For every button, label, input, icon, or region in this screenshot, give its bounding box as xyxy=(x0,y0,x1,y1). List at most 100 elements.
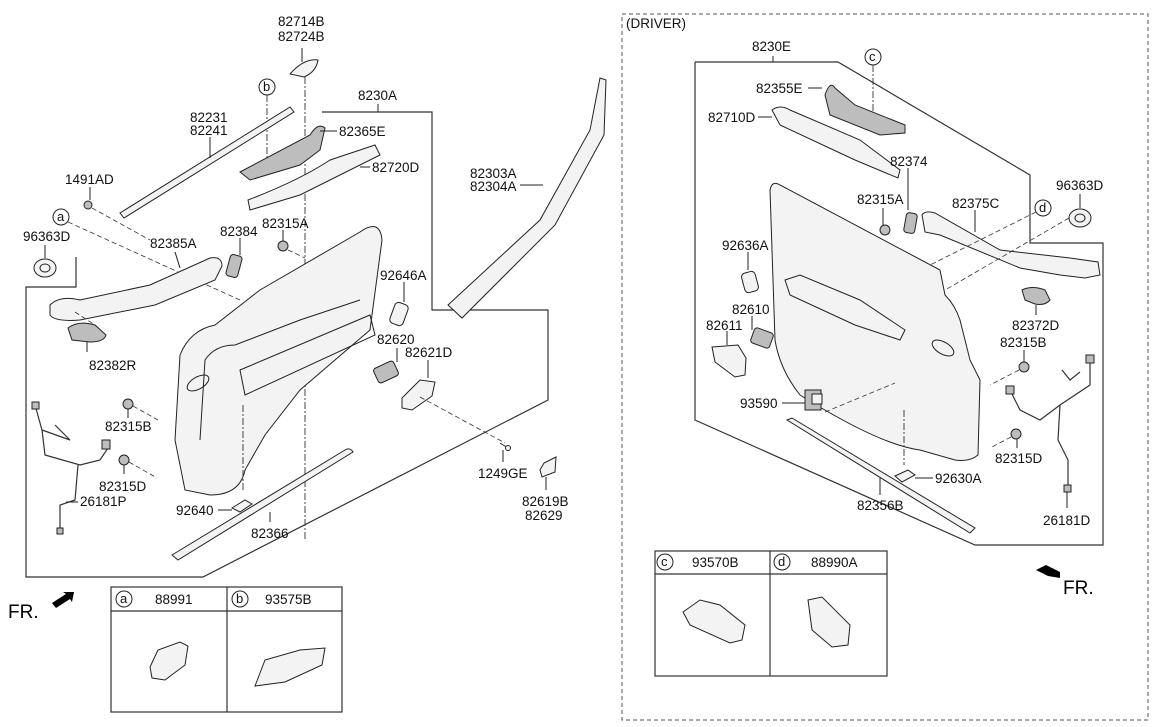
part-82365E-bezel[interactable] xyxy=(239,125,326,181)
part-82315D-clip[interactable] xyxy=(118,454,130,466)
label-82710D[interactable]: 82710D xyxy=(708,110,756,125)
part-92636A[interactable] xyxy=(741,270,760,294)
label-82621D[interactable]: 82621D xyxy=(405,345,453,360)
legend-ref-c-circle xyxy=(656,553,674,571)
label-82356B[interactable]: 82356B xyxy=(857,498,904,513)
part-82375C-grip[interactable] xyxy=(921,211,1101,279)
part-1491AD-clip[interactable] xyxy=(83,200,93,210)
label-8230A[interactable]: 8230A xyxy=(358,88,397,103)
part-82356B-strip[interactable] xyxy=(785,417,976,534)
part-82315B-clip-driver[interactable] xyxy=(1018,361,1030,373)
label-82372D[interactable]: 82372D xyxy=(1012,318,1060,333)
label-82375C[interactable]: 82375C xyxy=(952,196,1000,211)
label-82385A[interactable]: 82385A xyxy=(150,236,197,251)
label-93590[interactable]: 93590 xyxy=(740,396,778,411)
thumbnail-88991-switch[interactable] xyxy=(149,641,189,681)
part-82315A-clip[interactable] xyxy=(277,240,289,252)
thumbnail-93570B-switch[interactable] xyxy=(682,599,746,644)
legend-part-88990A[interactable]: 88990A xyxy=(811,555,858,570)
part-82619B-cover[interactable] xyxy=(539,456,557,478)
label-1249GE[interactable]: 1249GE xyxy=(478,466,528,481)
label-96363D[interactable]: 96363D xyxy=(23,229,71,244)
front-arrow-icon-left xyxy=(52,592,74,608)
passenger-door-panel[interactable] xyxy=(174,226,383,496)
part-96363D-tweeter-driver[interactable] xyxy=(1068,208,1092,228)
part-82611-cover[interactable] xyxy=(711,344,747,378)
label-82241[interactable]: 82241 xyxy=(190,123,228,138)
part-82621D-cover[interactable] xyxy=(401,379,436,411)
part-26181P-harness[interactable] xyxy=(34,404,111,530)
part-96363D-tweeter[interactable] xyxy=(33,258,57,278)
label-82304A[interactable]: 82304A xyxy=(470,179,517,194)
label-82611[interactable]: 82611 xyxy=(706,318,743,333)
driver-door-panel[interactable] xyxy=(769,182,981,461)
legend-part-88991[interactable]: 88991 xyxy=(155,592,193,607)
label-82382R[interactable]: 82382R xyxy=(89,358,137,373)
label-92630A[interactable]: 92630A xyxy=(935,471,982,486)
ref-b-label[interactable]: b xyxy=(263,79,270,94)
part-82303A-weatherstrip[interactable] xyxy=(447,77,607,319)
label-82629[interactable]: 82629 xyxy=(525,508,563,523)
label-82714B[interactable]: 82714B xyxy=(278,14,325,29)
part-26181D-harness[interactable] xyxy=(1009,360,1091,490)
part-82374[interactable] xyxy=(903,212,918,234)
part-92640[interactable] xyxy=(230,499,253,513)
ref-c-label[interactable]: c xyxy=(869,49,876,64)
label-82384[interactable]: 82384 xyxy=(220,224,258,239)
part-82231-strip[interactable] xyxy=(119,106,295,219)
part-82610-handle[interactable] xyxy=(750,327,774,349)
label-82231[interactable]: 82231 xyxy=(190,110,228,125)
part-82720D-armrest[interactable] xyxy=(247,144,381,211)
label-82355E[interactable]: 82355E xyxy=(756,81,803,96)
label-96363D-driver[interactable]: 96363D xyxy=(1056,178,1104,193)
label-1491AD[interactable]: 1491AD xyxy=(65,172,114,187)
label-82724B[interactable]: 82724B xyxy=(278,29,325,44)
ref-d-label[interactable]: d xyxy=(1039,200,1046,215)
label-82315A[interactable]: 82315A xyxy=(262,216,309,231)
label-82315D[interactable]: 82315D xyxy=(99,479,147,494)
legend-part-93570B[interactable]: 93570B xyxy=(692,555,739,570)
thumbnail-88990A-switch[interactable] xyxy=(807,596,851,648)
label-82610[interactable]: 82610 xyxy=(732,302,770,317)
label-82720D[interactable]: 82720D xyxy=(372,160,420,175)
ref-a-label[interactable]: a xyxy=(57,209,65,224)
label-82315B-driver[interactable]: 82315B xyxy=(1000,335,1047,350)
part-82355E-bezel[interactable] xyxy=(824,84,906,136)
front-direction-label-left: FR. xyxy=(8,602,39,623)
part-82385A-handle[interactable] xyxy=(49,257,223,321)
label-82620[interactable]: 82620 xyxy=(377,332,415,347)
part-82366-strip[interactable] xyxy=(171,448,354,561)
front-direction-label-right: FR. xyxy=(1063,578,1094,599)
label-82315B[interactable]: 82315B xyxy=(105,419,152,434)
part-82315A-clip-driver[interactable] xyxy=(879,224,891,236)
label-82365E[interactable]: 82365E xyxy=(339,124,386,139)
label-82366[interactable]: 82366 xyxy=(251,526,289,541)
label-26181P[interactable]: 26181P xyxy=(80,494,127,509)
label-92640[interactable]: 92640 xyxy=(176,503,214,518)
label-26181D[interactable]: 26181D xyxy=(1043,513,1091,528)
label-92646A[interactable]: 92646A xyxy=(380,268,427,283)
label-82303A[interactable]: 82303A xyxy=(470,166,517,181)
label-8230E[interactable]: 8230E xyxy=(752,39,791,54)
part-92646A[interactable] xyxy=(389,301,410,327)
thumbnail-93575B-switch[interactable] xyxy=(254,647,326,687)
dash-d xyxy=(919,211,1037,271)
label-92636A[interactable]: 92636A xyxy=(722,238,769,253)
part-82384[interactable] xyxy=(225,253,243,279)
part-82315D-clip-driver[interactable] xyxy=(1010,428,1022,440)
label-82374[interactable]: 82374 xyxy=(890,154,928,169)
part-82714B-cap[interactable] xyxy=(289,59,319,78)
part-82382R[interactable] xyxy=(67,322,107,343)
legend-ref-d: d xyxy=(778,554,785,569)
part-82372D[interactable] xyxy=(1021,287,1051,305)
label-82619B[interactable]: 82619B xyxy=(522,494,569,509)
legend-part-93575B[interactable]: 93575B xyxy=(265,592,312,607)
harness-connector-3 xyxy=(56,527,64,535)
part-82710D-armrest[interactable] xyxy=(771,106,901,179)
part-92630A[interactable] xyxy=(894,469,916,483)
part-82620-handle[interactable] xyxy=(373,360,400,384)
part-82315B-clip[interactable] xyxy=(122,398,134,410)
label-82315A-driver[interactable]: 82315A xyxy=(857,192,904,207)
label-82315D-driver[interactable]: 82315D xyxy=(995,451,1043,466)
